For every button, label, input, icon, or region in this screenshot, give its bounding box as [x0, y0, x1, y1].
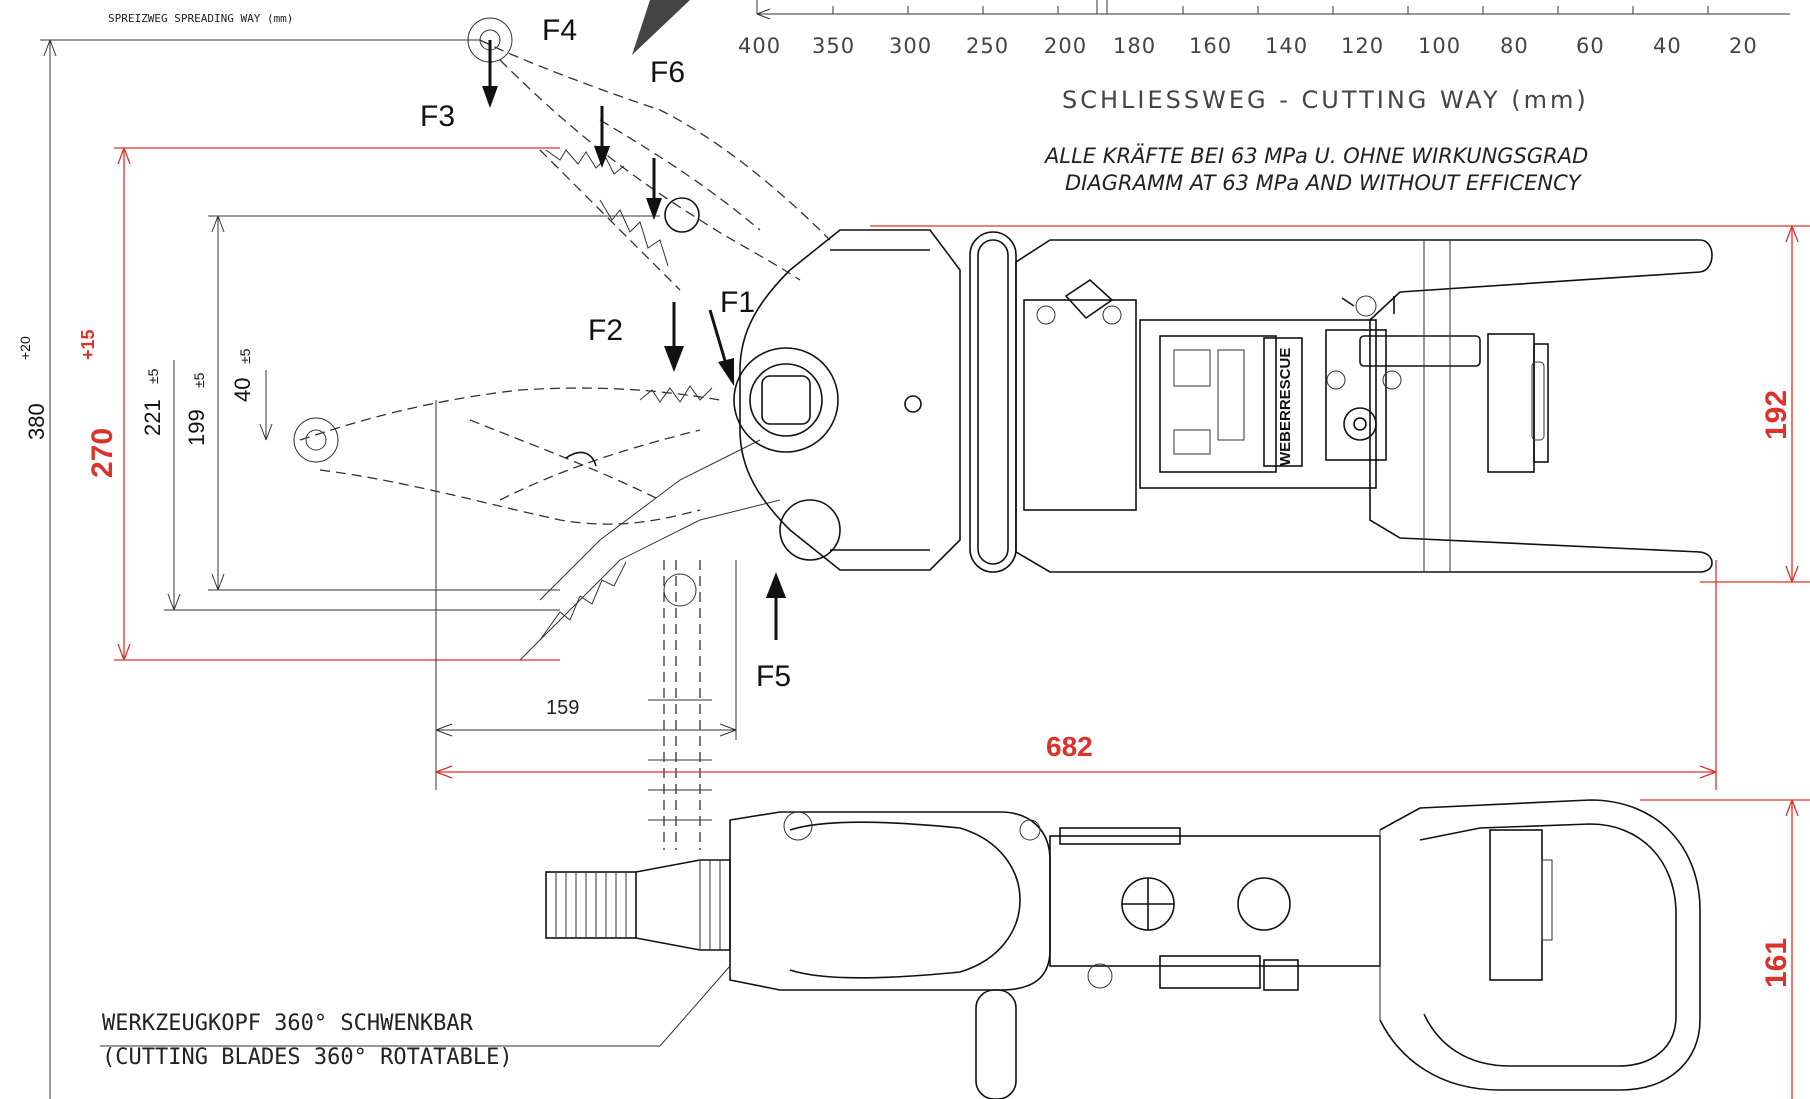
brand-plate: WEBERRESCUE: [1277, 348, 1294, 466]
cutting-way-axis: 400 350 300 250 200 180 160 140 120 100 …: [738, 0, 1790, 114]
spreader-body-top: WEBERRESCUE: [969, 231, 1713, 573]
callout-line-1: WERKZEUGKOPF 360° SCHWENKBAR: [102, 1011, 474, 1036]
label-f6: F6: [650, 56, 685, 89]
dim-161: 161: [1760, 938, 1793, 988]
tick-60: 60: [1576, 34, 1605, 58]
left-dimensions: 380 +20 270 +15 221 ±5 199 ±5 40 ±5: [17, 39, 660, 1099]
pressure-note: ALLE KRÄFTE BEI 63 MPa U. OHNE WIRKUNGSG…: [1043, 143, 1588, 195]
axis-title: SCHLIESSWEG - CUTTING WAY (mm): [1062, 86, 1589, 114]
dim-40-tol: ±5: [237, 348, 253, 364]
note-line-2: DIAGRAMM AT 63 MPa AND WITHOUT EFFICENCY: [1065, 171, 1583, 195]
dim-270-tol: +15: [78, 329, 98, 360]
tick-180: 180: [1113, 34, 1156, 58]
dim-221-tol: ±5: [145, 368, 161, 384]
label-f2: F2: [588, 314, 623, 347]
spreader-head-open: [293, 17, 961, 850]
tick-40: 40: [1653, 34, 1682, 58]
tick-140: 140: [1265, 34, 1308, 58]
label-f1: F1: [720, 286, 755, 319]
spreader-side-view: [545, 799, 1701, 1099]
tick-350: 350: [812, 34, 855, 58]
tick-250: 250: [966, 34, 1009, 58]
dim-380: 380: [24, 403, 49, 440]
callout-line-2: (CUTTING BLADES 360° ROTATABLE): [102, 1045, 513, 1070]
tick-200: 200: [1044, 34, 1087, 58]
tick-100: 100: [1418, 34, 1461, 58]
spreading-way-label: SPREIZWEG SPREADING WAY (mm): [108, 12, 293, 25]
dim-159: 159: [546, 697, 579, 719]
dim-682: 682: [1046, 731, 1093, 762]
right-dimensions: 192 161: [870, 225, 1810, 1099]
dim-192: 192: [1760, 390, 1793, 440]
tick-400: 400: [738, 34, 781, 58]
label-f3: F3: [420, 100, 455, 133]
force-arrows: [482, 40, 786, 640]
dim-40: 40: [230, 378, 255, 402]
tick-300: 300: [889, 34, 932, 58]
tick-120: 120: [1341, 34, 1384, 58]
label-f5: F5: [756, 660, 791, 693]
dim-380-tol: +20: [17, 336, 33, 360]
bottom-dimensions: 682 159: [435, 400, 1717, 790]
label-f4: F4: [542, 14, 577, 47]
blade-tip-graphic: [632, 0, 690, 55]
tick-80: 80: [1500, 34, 1529, 58]
note-line-1: ALLE KRÄFTE BEI 63 MPa U. OHNE WIRKUNGSG…: [1043, 143, 1588, 168]
dim-221: 221: [140, 399, 165, 436]
dim-199: 199: [184, 409, 209, 446]
rotation-callout: WERKZEUGKOPF 360° SCHWENKBAR (CUTTING BL…: [100, 965, 731, 1070]
tick-20: 20: [1729, 34, 1758, 58]
dim-270: 270: [86, 428, 119, 478]
tick-160: 160: [1189, 34, 1232, 58]
force-labels: F1 F2 F3 F4 F5 F6: [420, 14, 791, 693]
dim-199-tol: ±5: [191, 372, 207, 388]
